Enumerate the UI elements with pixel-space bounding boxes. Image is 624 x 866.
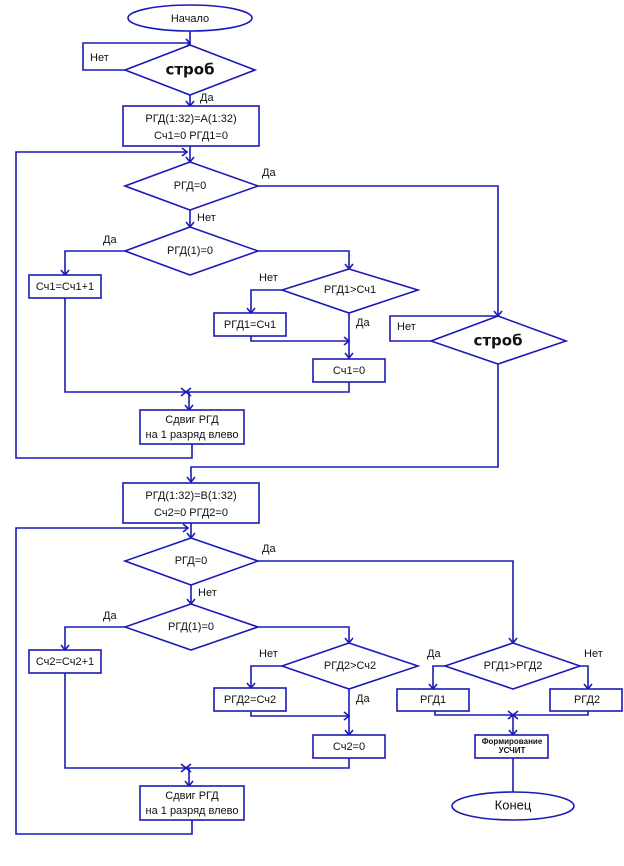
label-rgd1-zero1-yes: Да	[103, 234, 117, 246]
reset2-label: Сч2=0	[333, 741, 365, 753]
node-reset2: Сч2=0	[312, 734, 386, 759]
label-strob1-yes: Да	[200, 92, 214, 104]
node-assign1: РГД1=Сч1	[213, 312, 287, 337]
label-cmp2-no: Нет	[259, 648, 278, 660]
shift2-line2: на 1 разряд влево	[146, 805, 239, 817]
connector-cmp1-no	[250, 289, 282, 313]
node-cmp-final: РГД1>РГД2	[442, 642, 583, 690]
connector-rgd1-zero1-yes	[64, 250, 125, 275]
node-inc2: Сч2=Сч2+1	[28, 649, 102, 674]
connector-cmp-final-no	[580, 665, 589, 689]
form-line1: Формирование	[482, 737, 543, 746]
shift2-line1: Сдвиг РГД	[165, 790, 219, 802]
node-shift1: Сдвиг РГД на 1 разряд влево	[139, 409, 245, 445]
connector-loop2	[15, 527, 193, 835]
connector-rgd-zero2-yes	[258, 560, 514, 643]
label-cmp-final-yes: Да	[427, 648, 441, 660]
node-cmp1: РГД1>Сч1	[279, 268, 421, 314]
label-cmp1-yes: Да	[356, 317, 370, 329]
node-init1: РГД(1:32)=А(1:32) Сч1=0 РГД1=0	[122, 105, 260, 147]
connector-cmp-final-yes	[432, 665, 445, 689]
rgd1-zero1-label: РГД(1)=0	[167, 245, 213, 257]
connector	[186, 382, 350, 393]
end-label: Конец	[495, 797, 532, 812]
arrowhead-icon	[343, 336, 351, 346]
node-form: Формирование УСЧИТ	[474, 734, 549, 759]
arrowhead-icon	[344, 352, 354, 360]
init2-line2: Сч2=0 РГД2=0	[154, 507, 228, 519]
form-line2: УСЧИТ	[499, 746, 526, 755]
rgd-zero1-label: РГД=0	[174, 180, 207, 192]
label-strob1-no: Нет	[90, 52, 109, 64]
assign1-label: РГД1=Сч1	[224, 319, 276, 331]
label-rgd-zero2-yes: Да	[262, 543, 276, 555]
connector	[250, 712, 349, 717]
out1-label: РГД1	[420, 694, 446, 706]
reset1-label: Сч1=0	[333, 365, 365, 377]
arrowhead-icon	[181, 147, 189, 157]
node-init2: РГД(1:32)=В(1:32) Сч2=0 РГД2=0	[122, 482, 260, 524]
label-rgd-zero1-yes: Да	[262, 167, 276, 179]
shift1-line1: Сдвиг РГД	[165, 414, 219, 426]
node-assign2: РГД2=Сч2	[213, 687, 287, 712]
rgd-zero2-label: РГД=0	[175, 555, 208, 567]
assign2-label: РГД2=Сч2	[224, 694, 276, 706]
connector-rgd1-zero2-yes	[64, 626, 125, 650]
node-inc1: Сч1=Сч1+1	[28, 274, 102, 299]
label-cmp2-yes: Да	[356, 693, 370, 705]
node-rgd1-zero2: РГД(1)=0	[122, 603, 261, 651]
node-strob2: строб	[428, 315, 569, 365]
connector	[64, 673, 186, 769]
connector-cmp2-no	[250, 665, 282, 688]
node-start: Начало	[127, 4, 253, 32]
init2-line1: РГД(1:32)=В(1:32)	[145, 490, 236, 502]
inc2-label: Сч2=Сч2+1	[36, 656, 94, 668]
arrowhead-icon	[182, 523, 190, 533]
cmp2-label: РГД2>Сч2	[324, 660, 376, 672]
init1-line1: РГД(1:32)=А(1:32)	[145, 113, 236, 125]
connector-rgd-zero1-yes	[258, 185, 499, 316]
node-shift2: Сдвиг РГД на 1 разряд влево	[139, 785, 245, 821]
label-cmp-final-no: Нет	[584, 648, 603, 660]
connector-strob1-no	[82, 42, 190, 71]
out2-label: РГД2	[574, 694, 600, 706]
node-end: Конец	[451, 791, 575, 821]
connector	[434, 711, 589, 716]
node-out2: РГД2	[549, 688, 623, 712]
connector-strob2-no	[389, 315, 498, 342]
label-cmp1-no: Нет	[259, 272, 278, 284]
node-rgd-zero2: РГД=0	[122, 537, 261, 586]
cmp1-label: РГД1>Сч1	[324, 284, 376, 296]
label-rgd1-zero2-yes: Да	[103, 610, 117, 622]
cmp-final-label: РГД1>РГД2	[484, 660, 543, 672]
init1-line2: Сч1=0 РГД1=0	[154, 130, 228, 142]
connectors-section-2	[15, 523, 593, 835]
connector-strob2-yes	[190, 364, 499, 482]
connector	[186, 758, 350, 769]
label-rgd-zero1-no: Нет	[197, 212, 216, 224]
arrowhead-icon	[343, 711, 351, 721]
label-rgd-zero2-no: Нет	[198, 587, 217, 599]
node-cmp2: РГД2>Сч2	[279, 642, 421, 690]
rgd1-zero2-label: РГД(1)=0	[168, 621, 214, 633]
node-out1: РГД1	[396, 688, 470, 712]
connectors-section-1	[15, 31, 503, 484]
strob2-label: строб	[473, 332, 522, 350]
connector-rgd1-zero2-no	[258, 626, 350, 643]
node-rgd-zero1: РГД=0	[122, 161, 261, 211]
connector-loop1	[15, 151, 193, 459]
node-reset1: Сч1=0	[312, 358, 386, 383]
arrowhead-icon	[186, 476, 196, 484]
strob1-label: строб	[165, 61, 214, 79]
node-rgd1-zero1: РГД(1)=0	[122, 226, 261, 276]
label-strob2-no: Нет	[397, 321, 416, 333]
connector	[250, 336, 349, 342]
connector	[64, 298, 186, 393]
start-label: Начало	[171, 13, 209, 25]
shift1-line2: на 1 разряд влево	[146, 429, 239, 441]
inc1-label: Сч1=Сч1+1	[36, 281, 94, 293]
node-strob1: строб	[122, 44, 258, 96]
connector-rgd1-zero1-no	[258, 250, 350, 269]
